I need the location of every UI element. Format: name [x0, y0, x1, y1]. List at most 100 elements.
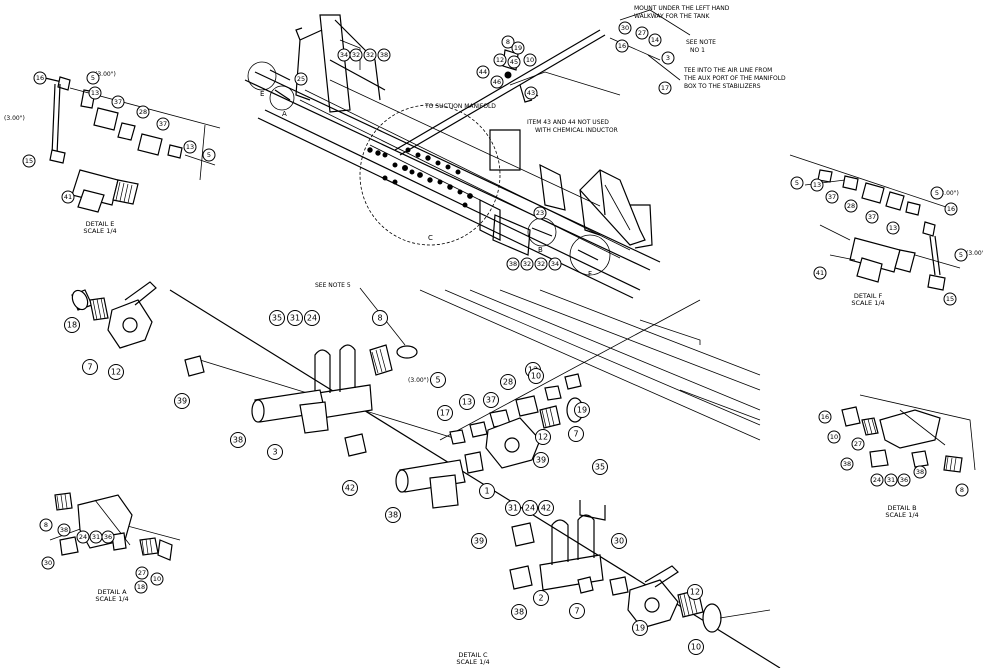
detail-a-caption-2: SCALE 1/4: [95, 595, 128, 603]
svg-text:34: 34: [340, 51, 348, 59]
callout-detail-c-5: 38: [230, 432, 246, 448]
svg-text:23: 23: [536, 209, 544, 217]
svg-text:8: 8: [506, 38, 510, 46]
callout-detail-a-2: 30: [41, 556, 55, 570]
valve-assembly-left: [71, 281, 157, 349]
callout-detail-c-11: 13: [459, 394, 475, 410]
callout-top-11: 44: [476, 65, 490, 79]
callout-detail-a-8: 10: [150, 572, 164, 586]
svg-text:10: 10: [691, 643, 701, 652]
svg-text:27: 27: [638, 29, 646, 37]
svg-text:37: 37: [486, 396, 496, 405]
callout-detail-b-5: 31: [884, 473, 898, 487]
note-item-43-1: ITEM 43 AND 44 NOT USED: [527, 119, 609, 126]
svg-text:31: 31: [887, 476, 895, 484]
svg-text:19: 19: [577, 406, 587, 415]
svg-text:15: 15: [25, 157, 33, 165]
detail-e-caption-1: DETAIL E: [86, 220, 115, 228]
svg-text:37: 37: [114, 98, 122, 106]
svg-text:36: 36: [900, 476, 908, 484]
svg-text:39: 39: [177, 397, 187, 406]
svg-text:10: 10: [531, 372, 541, 381]
svg-text:12: 12: [111, 368, 121, 377]
svg-text:39: 39: [536, 456, 546, 465]
note-see-1a: SEE NOTE: [686, 39, 716, 46]
detail-f-dim-b: (3.00': [966, 250, 984, 257]
detail-c-caption-2: SCALE 1/4: [456, 658, 489, 666]
callout-top-4: 3: [661, 51, 675, 65]
svg-text:43: 43: [527, 89, 535, 97]
callout-detail-c-19: 39: [533, 452, 549, 468]
callout-detail-a-1: 38: [57, 523, 71, 537]
svg-text:2: 2: [538, 594, 543, 603]
callout-detail-e-6: 13: [183, 140, 197, 154]
view-letter-e: E: [260, 90, 264, 98]
svg-text:13: 13: [889, 224, 897, 232]
detail-a: DETAIL A SCALE 1/4: [49, 492, 181, 603]
callout-top-20: 38: [506, 257, 520, 271]
note-see-5: SEE NOTE 5: [315, 282, 351, 289]
callout-valve-left-0: 18: [64, 317, 80, 333]
svg-text:10: 10: [153, 575, 161, 583]
callout-top-0: 30: [618, 21, 632, 35]
callout-detail-c-15: 10: [528, 368, 544, 384]
callout-detail-c-10: 17: [437, 405, 453, 421]
detail-b-caption-2: SCALE 1/4: [885, 511, 918, 519]
callout-detail-c-12: 37: [483, 392, 499, 408]
svg-text:46: 46: [493, 78, 501, 86]
svg-text:30: 30: [44, 559, 52, 567]
svg-text:1: 1: [484, 487, 489, 496]
svg-text:16: 16: [947, 205, 955, 213]
callout-detail-f-8: 5: [954, 248, 968, 262]
callout-detail-f-0: 5: [790, 176, 804, 190]
note-tee-3: BOX TO THE STABILIZERS: [684, 83, 761, 90]
callout-detail-c-31: 19: [632, 620, 648, 636]
svg-text:27: 27: [854, 440, 862, 448]
svg-text:28: 28: [139, 108, 147, 116]
svg-text:37: 37: [828, 193, 836, 201]
detail-a-caption-1: DETAIL A: [97, 588, 127, 596]
detail-c-dim: (3.00"): [408, 377, 429, 384]
detail-e-dim-b: (3.00"): [4, 115, 25, 122]
callout-detail-c-1: 31: [287, 310, 303, 326]
callout-detail-f-10: 15: [943, 292, 957, 306]
callout-detail-c-3: 8: [372, 310, 388, 326]
svg-text:38: 38: [843, 460, 851, 468]
callout-detail-c-26: 30: [611, 533, 627, 549]
callout-detail-f-7: 16: [944, 202, 958, 216]
callout-top-12: 46: [490, 75, 504, 89]
svg-text:38: 38: [60, 526, 68, 534]
svg-text:13: 13: [813, 181, 821, 189]
callout-top-3: 16: [615, 39, 629, 53]
callout-detail-c-20: 1: [479, 483, 495, 499]
svg-text:32: 32: [366, 51, 374, 59]
svg-text:35: 35: [595, 463, 605, 472]
svg-text:37: 37: [159, 120, 167, 128]
svg-text:24: 24: [79, 533, 87, 541]
svg-text:41: 41: [816, 269, 824, 277]
svg-text:28: 28: [503, 378, 513, 387]
callout-detail-a-3: 24: [76, 530, 90, 544]
svg-text:16: 16: [36, 74, 44, 82]
detail-b: DETAIL B SCALE 1/4: [841, 394, 976, 519]
callout-detail-c-21: 35: [592, 459, 608, 475]
callout-top-13: 43: [524, 86, 538, 100]
svg-text:7: 7: [574, 607, 579, 616]
top-notes: MOUNT UNDER THE LEFT HAND WALKWAY FOR TH…: [424, 5, 786, 134]
svg-text:19: 19: [514, 44, 522, 52]
view-letter-c: C: [428, 234, 433, 242]
svg-text:13: 13: [462, 398, 472, 407]
svg-text:39: 39: [474, 537, 484, 546]
svg-text:13: 13: [186, 143, 194, 151]
callout-top-16: 32: [349, 48, 363, 62]
callout-top-9: 45: [507, 55, 521, 69]
callout-detail-c-9: 5: [430, 372, 446, 388]
callout-detail-c-6: 3: [267, 444, 283, 460]
callout-detail-f-2: 37: [825, 190, 839, 204]
callout-valve-left-2: 12: [108, 364, 124, 380]
svg-text:27: 27: [138, 569, 146, 577]
callout-detail-c-32: 10: [688, 639, 704, 655]
svg-text:44: 44: [479, 68, 487, 76]
callout-detail-c-4: 39: [174, 393, 190, 409]
